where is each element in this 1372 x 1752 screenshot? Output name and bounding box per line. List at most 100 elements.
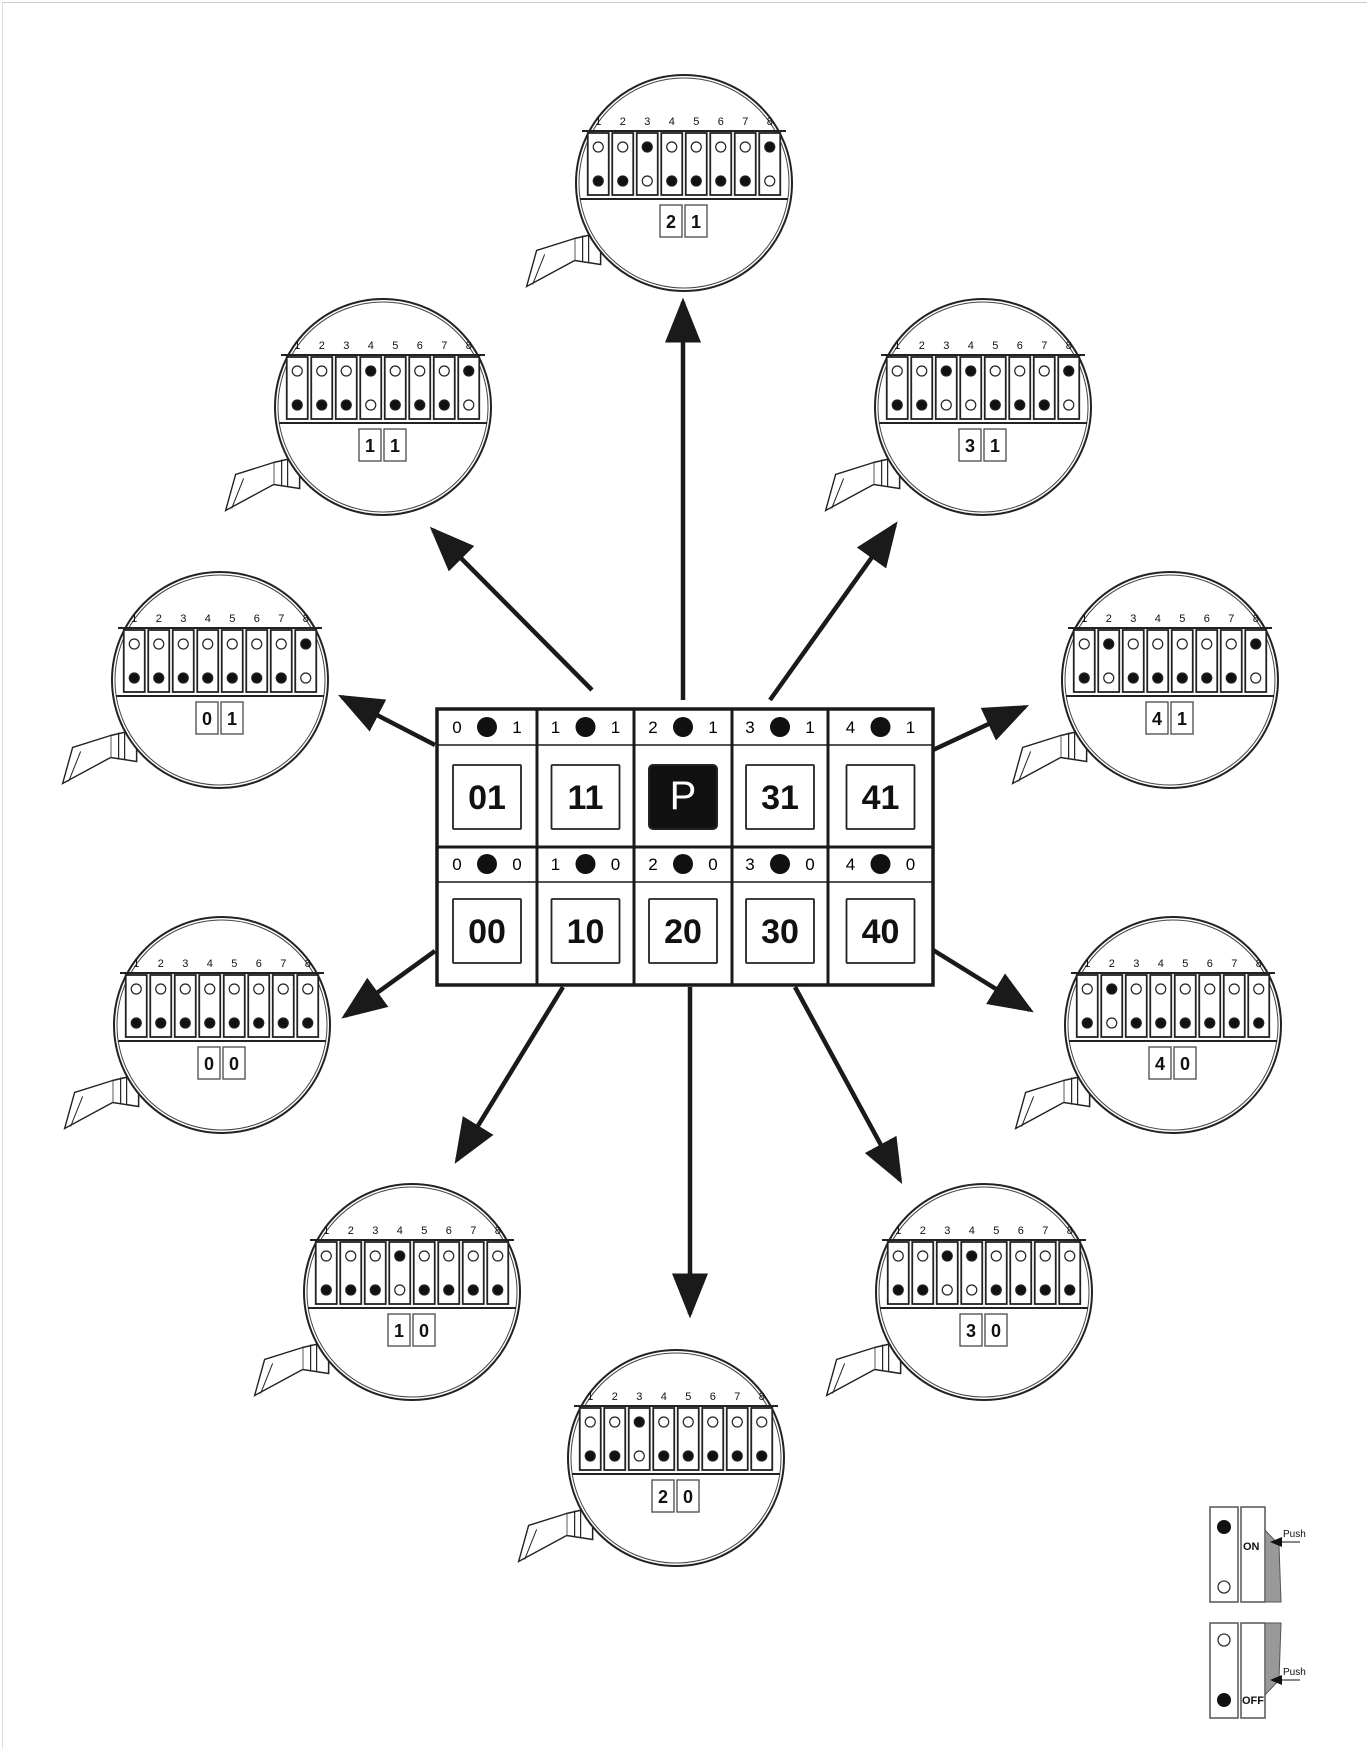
digit-value: 0	[683, 1487, 693, 1507]
digit-box	[387, 1313, 411, 1347]
switch-number: 2	[319, 340, 325, 352]
arrow	[338, 694, 437, 747]
indicator-left: 2	[648, 855, 657, 874]
code-value: 20	[664, 913, 702, 951]
switch-number: 3	[180, 613, 186, 625]
indicator-left: 2	[648, 718, 657, 737]
digit-value: 3	[966, 1321, 976, 1341]
switch-number: 3	[1133, 958, 1139, 970]
switch-number: 7	[742, 116, 748, 128]
magnifier-handle-icon	[517, 1506, 594, 1563]
magnifier-handle-icon	[1011, 728, 1088, 785]
indicator-left: 0	[452, 855, 461, 874]
magnifier-handle-icon	[253, 1340, 330, 1397]
magnifier-handle-icon	[1014, 1073, 1091, 1130]
switch-legend: ON Push OFF Push	[1209, 1506, 1306, 1719]
switch-number: 7	[278, 613, 284, 625]
switch-number: 4	[1158, 958, 1164, 970]
switch-number: 8	[303, 613, 309, 625]
code-box	[845, 898, 916, 964]
switch-number: 1	[595, 116, 601, 128]
code-value: 40	[862, 913, 900, 951]
switch-number: 4	[968, 340, 974, 352]
digit-box	[983, 428, 1007, 462]
indicator-left: 4	[846, 855, 855, 874]
digit-box	[684, 204, 708, 238]
arrow	[932, 704, 1030, 753]
digit-value: 1	[691, 212, 701, 232]
switch-number: 4	[669, 116, 675, 128]
digit-value: 2	[658, 1487, 668, 1507]
code-value: 10	[567, 913, 605, 951]
push-label-on: Push	[1283, 1529, 1306, 1540]
indicator-dot-icon	[673, 717, 693, 737]
digit-box	[984, 1313, 1008, 1347]
digit-box	[1173, 1046, 1197, 1080]
switch-number: 5	[992, 340, 998, 352]
code-box	[550, 764, 621, 830]
code-value: 30	[761, 913, 799, 951]
switch-number: 8	[759, 1391, 765, 1403]
magnifier-handle-icon	[824, 455, 901, 512]
digit-box	[958, 428, 982, 462]
arrow	[429, 526, 594, 692]
switch-number: 1	[895, 1225, 901, 1237]
switch-number: 1	[1084, 958, 1090, 970]
switch-number: 5	[392, 340, 398, 352]
switch-number: 5	[693, 116, 699, 128]
switch-number: 8	[1067, 1225, 1073, 1237]
switch-number: 7	[734, 1391, 740, 1403]
switch-number: 6	[1018, 1225, 1024, 1237]
indicator-right: 1	[611, 718, 620, 737]
switch-number: 6	[446, 1225, 452, 1237]
indicator-right: 0	[805, 855, 814, 874]
indicator-dot-icon	[870, 717, 891, 737]
indicator-dot-icon	[770, 854, 790, 874]
switch-number: 3	[182, 958, 188, 970]
indicator-right: 1	[512, 718, 521, 737]
arrow	[931, 948, 1034, 1013]
switch-number: 4	[661, 1391, 667, 1403]
code-box	[745, 764, 815, 830]
digit-box	[412, 1313, 436, 1347]
switch-number: 5	[685, 1391, 691, 1403]
switch-number: 7	[1041, 340, 1047, 352]
switch-number: 4	[397, 1225, 403, 1237]
indicator-left: 4	[846, 718, 855, 737]
switch-number: 8	[1253, 613, 1259, 625]
switch-number: 2	[920, 1225, 926, 1237]
switch-number: 7	[1231, 958, 1237, 970]
digit-box	[1148, 1046, 1172, 1080]
arrow	[341, 949, 437, 1019]
digit-value: 1	[365, 436, 375, 456]
arrow	[793, 985, 903, 1184]
indicator-left: 3	[745, 718, 754, 737]
indicator-right: 0	[708, 855, 717, 874]
switch-number: 8	[466, 340, 472, 352]
code-box	[550, 898, 621, 964]
switch-number: 6	[1204, 613, 1210, 625]
digit-box	[676, 1479, 700, 1513]
digit-value: 2	[666, 212, 676, 232]
digit-value: 0	[419, 1321, 429, 1341]
code-box	[648, 898, 718, 964]
switch-number: 1	[894, 340, 900, 352]
switch-number: 6	[710, 1391, 716, 1403]
digit-value: 1	[990, 436, 1000, 456]
indicator-right: 0	[611, 855, 620, 874]
code-value: 11	[568, 779, 604, 817]
indicator-right: 1	[708, 718, 717, 737]
switch-number: 8	[1256, 958, 1262, 970]
switch-number: 1	[1081, 613, 1087, 625]
